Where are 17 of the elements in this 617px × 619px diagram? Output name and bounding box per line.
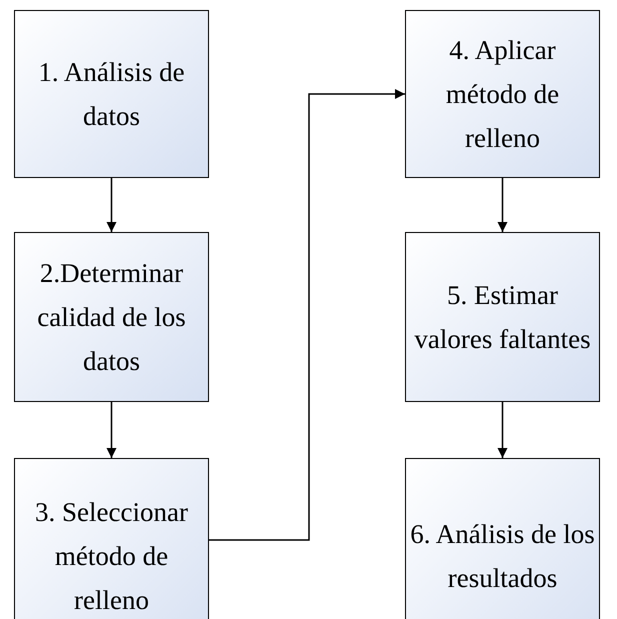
box-text: 4. Aplicar método de relleno <box>444 34 560 155</box>
arrow <box>106 402 116 458</box>
arrow <box>498 178 508 232</box>
process-box <box>405 458 600 619</box>
process-box <box>14 10 209 178</box>
box-text: 1. Análisis de datos <box>37 56 186 133</box>
arrow <box>209 89 405 541</box>
process-box <box>405 10 600 178</box>
arrow <box>106 178 116 232</box>
process-box <box>14 232 209 402</box>
arrow <box>498 402 508 458</box>
box-text: 6. Análisis de los resultados <box>410 518 595 595</box>
process-box <box>14 458 209 619</box>
process-box <box>405 232 600 402</box>
box-text: 2.Determinar calidad de los datos <box>36 257 187 378</box>
box-text: 3. Seleccionar método de relleno <box>34 496 189 617</box>
box-text: 5. Estimar valores faltantes <box>413 279 592 356</box>
